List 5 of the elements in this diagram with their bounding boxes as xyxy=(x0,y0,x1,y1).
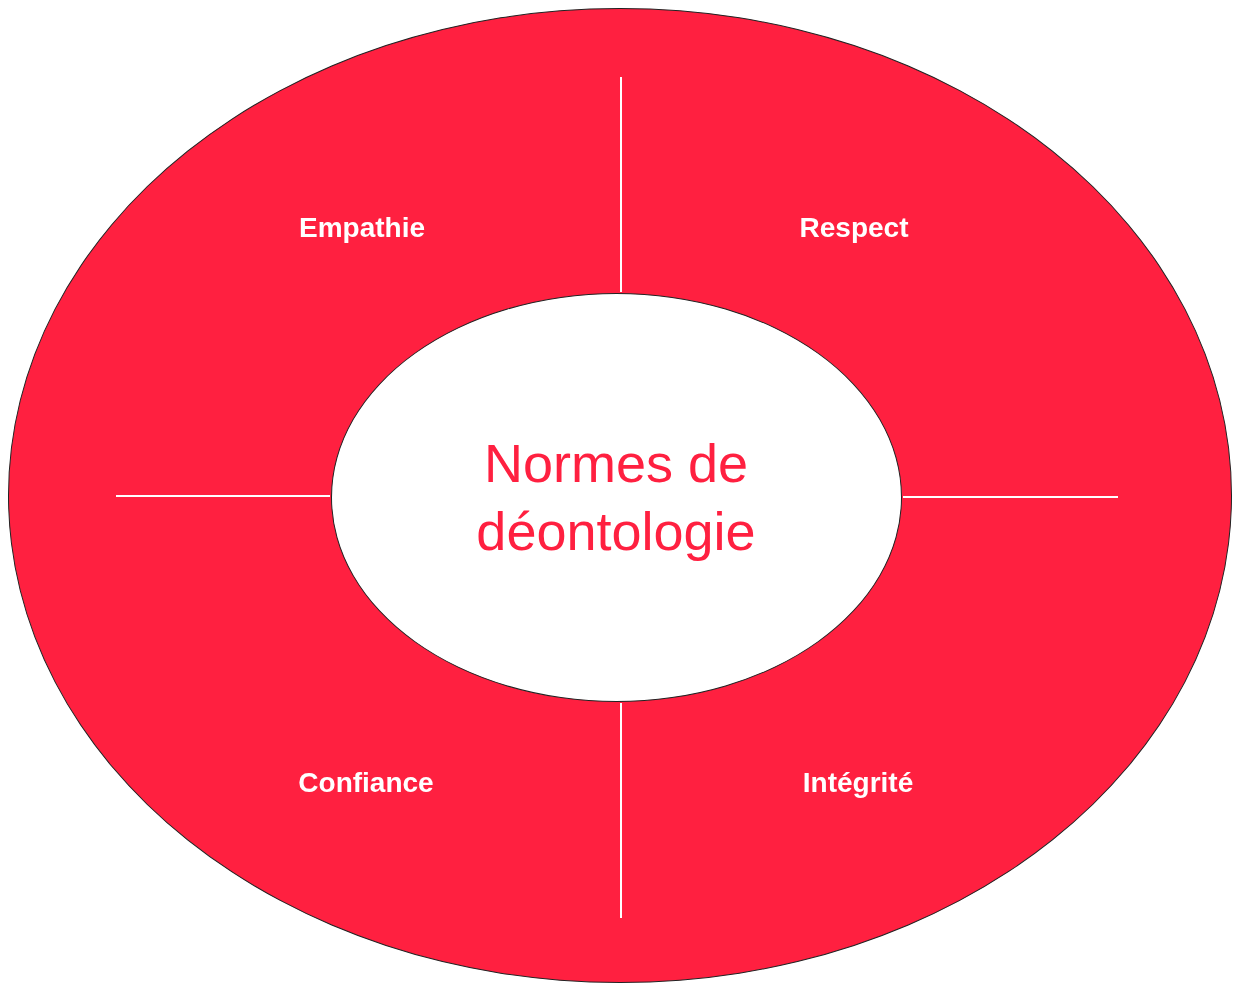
quadrant-label: Intégrité xyxy=(802,766,914,800)
quadrant-label: Confiance xyxy=(298,766,434,800)
quadrant-label: Empathie xyxy=(299,211,425,245)
center-title: Normes de déontologie xyxy=(475,432,757,563)
quadrant-label: Respect xyxy=(799,211,909,245)
